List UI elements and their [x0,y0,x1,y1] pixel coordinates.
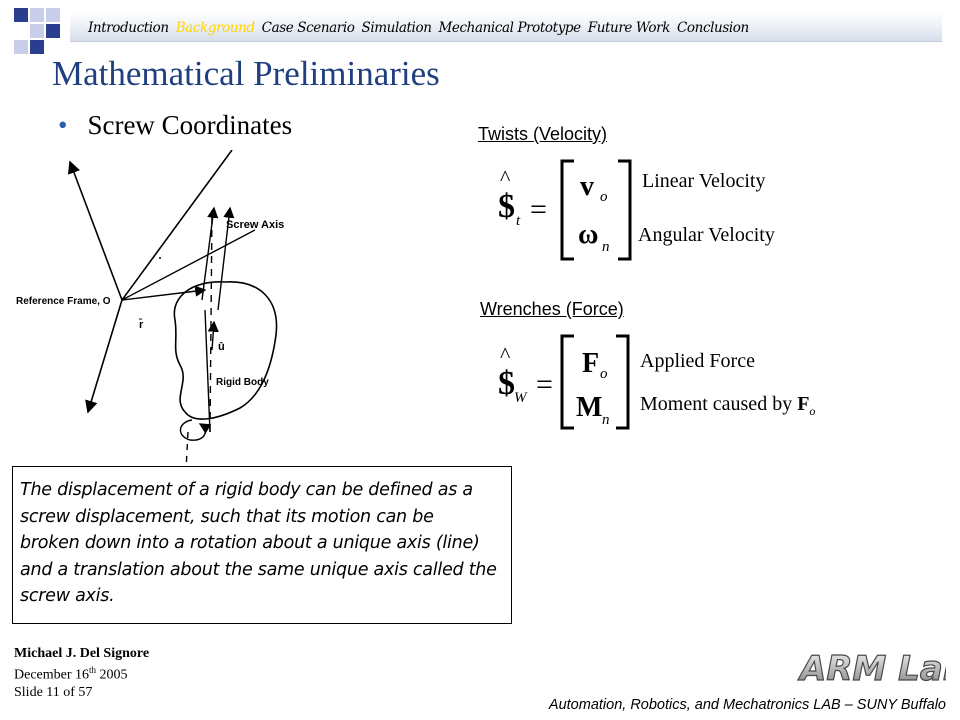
wrench-bottom-sub: n [602,412,610,428]
svg-text:=: = [530,193,547,226]
r-vector-label: r̄ [139,319,144,331]
decor-square-light-2 [46,8,60,22]
twist-top-entry: v [580,171,594,202]
decor-square-light-1 [30,8,44,22]
nav-item-future-work[interactable]: Future Work [587,20,671,36]
r-vector [121,229,256,301]
presentation-date: December 16th 2005 [14,665,128,683]
nav-item-mechanical-prototype[interactable]: Mechanical Prototype [438,20,582,36]
moment-label-f: F [797,393,810,415]
svg-text:^: ^ [500,165,511,190]
decor-square-dark-3 [30,40,44,54]
linear-velocity-label: Linear Velocity [642,170,766,192]
nav-bar-background [70,12,942,42]
nav-item-simulation[interactable]: Simulation [361,20,432,36]
rotation-arrow-icon [179,419,212,441]
twist-bottom-entry: ω [578,219,598,250]
section-nav: Introduction Background Case Scenario Si… [88,18,749,38]
svg-text:^: ^ [500,342,511,367]
applied-force-label: Applied Force [640,350,755,372]
nav-item-conclusion[interactable]: Conclusion [677,20,749,36]
reference-frame-label: Reference Frame, O [16,296,111,307]
twist-equation: $ ^ t = v o ω n [498,159,632,261]
author-name: Michael J. Del Signore [14,646,150,661]
rigid-body-label: Rigid Body [216,377,269,388]
moment-label: Moment caused by Fo [640,393,815,419]
rigid-body-shape [173,281,278,420]
screw-diagram: Screw Axis Reference Frame, O r̄ û Rigid… [16,150,284,470]
svg-text:=: = [536,368,553,401]
wrench-bottom-entry: M [576,392,602,423]
wrench-equation: $ ^ W = F o M n [498,334,630,430]
angular-velocity-label: Angular Velocity [638,224,775,246]
twists-heading: Twists (Velocity) [478,124,608,144]
bullet-dot-icon: • [58,110,68,140]
explanation-callout: The displacement of a rigid body can be … [12,466,512,624]
decor-square-dark-2 [46,24,60,38]
arm-lab-logo: ARM Lab [796,648,946,689]
u-vector-label: û [218,341,225,353]
footer-author-block: Michael J. Del Signore December 16th 200… [14,645,149,701]
svg-text:$: $ [498,188,515,225]
slide-title: Mathematical Preliminaries [52,54,440,93]
moment-label-text: Moment caused by [640,393,798,415]
wrench-top-sub: o [600,366,608,382]
decor-square-light-3 [30,24,44,38]
wrenches-heading: Wrenches (Force) [480,299,624,319]
reference-frame-axes [67,150,233,414]
nav-item-background[interactable]: Background [175,20,255,36]
slide-number: Slide 11 of 57 [14,684,93,700]
twist-top-sub: o [600,189,608,205]
twist-bottom-sub: n [602,239,610,255]
logo-text: ARM Lab [797,649,946,689]
bullet-text: Screw Coordinates [87,110,293,140]
svg-text:$: $ [498,365,515,402]
wrench-lhs-sub: W [514,390,528,406]
screw-axis-label: Screw Axis [226,219,284,231]
nav-item-introduction[interactable]: Introduction [88,20,169,36]
u-vector [207,320,219,351]
decor-square-light-4 [14,40,28,54]
twist-lhs-sub: t [516,213,521,229]
nav-item-case-scenario[interactable]: Case Scenario [261,20,355,36]
lab-name: Automation, Robotics, and Mechatronics L… [548,697,946,713]
bullet-item: • Screw Coordinates [58,110,292,141]
moment-label-sub: o [809,404,816,418]
wrench-top-entry: F [582,348,599,379]
decor-square-dark-1 [14,8,28,22]
